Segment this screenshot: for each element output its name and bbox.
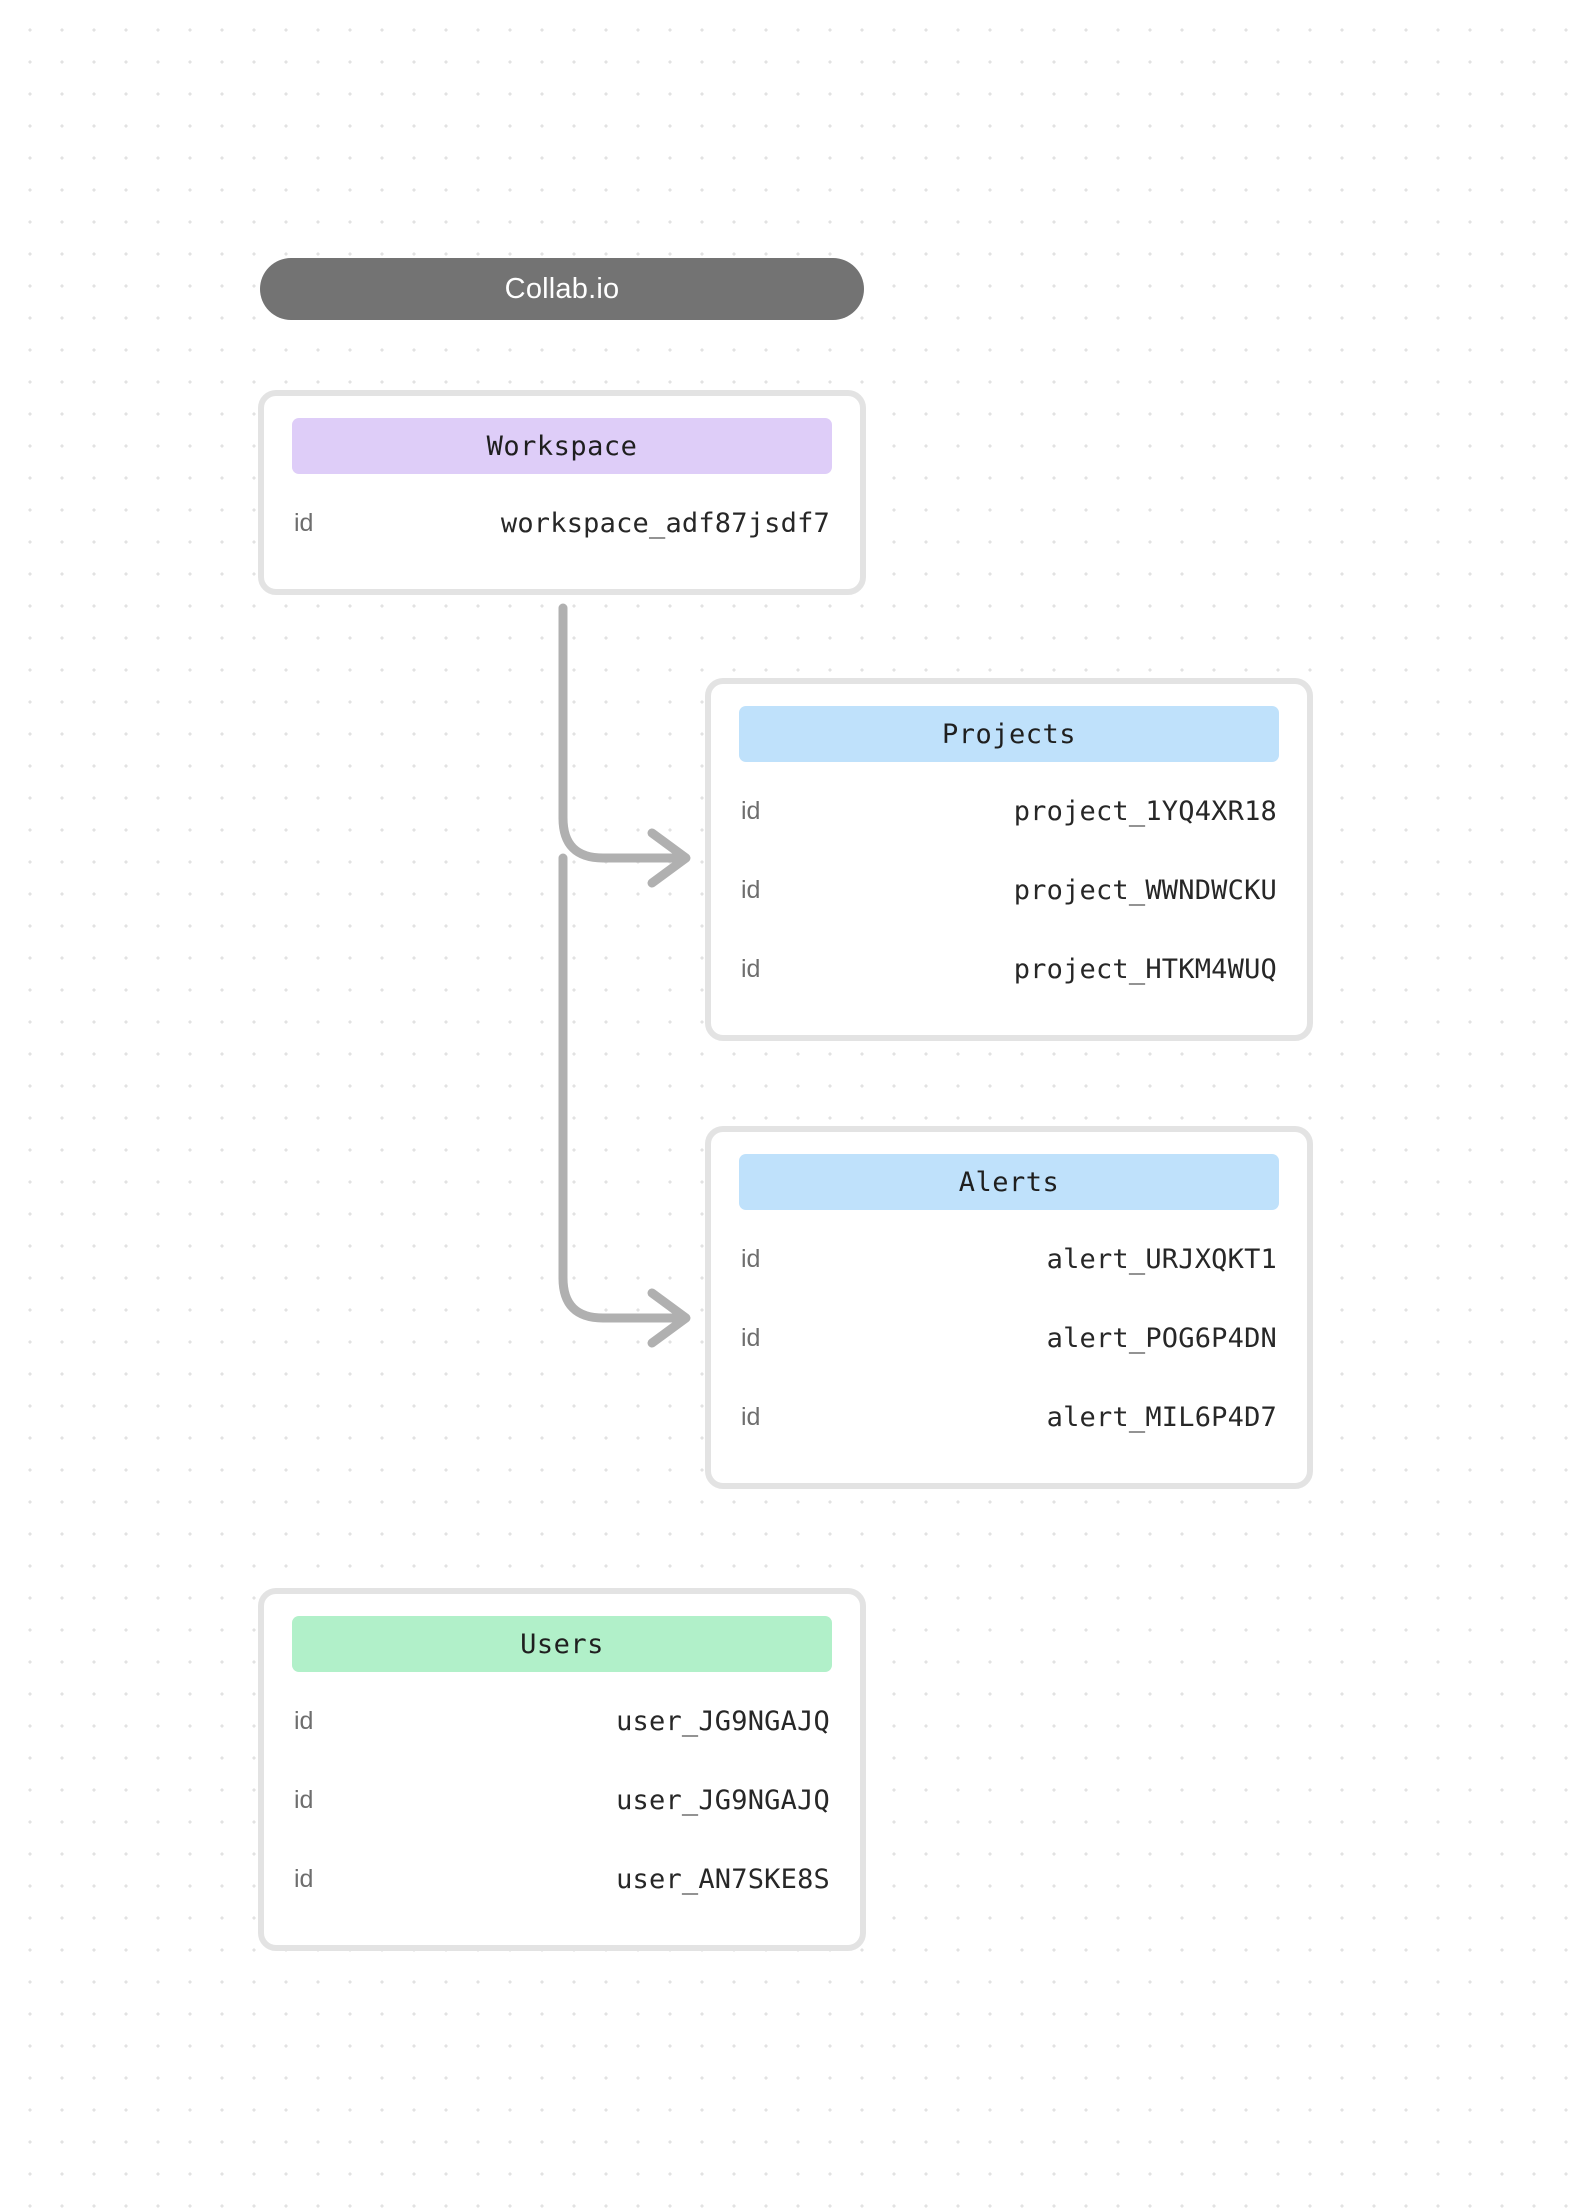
row-key: id bbox=[741, 1245, 761, 1273]
entity-header-workspace: Workspace bbox=[292, 418, 832, 474]
entity-row[interactable]: id project_1YQ4XR18 bbox=[739, 772, 1279, 851]
row-value: project_WWNDWCKU bbox=[1013, 875, 1277, 906]
row-key: id bbox=[294, 509, 314, 537]
row-value: user_JG9NGAJQ bbox=[616, 1706, 830, 1737]
entity-row[interactable]: id user_AN7SKE8S bbox=[292, 1840, 832, 1919]
row-value: alert_POG6P4DN bbox=[1046, 1323, 1277, 1354]
entity-card-alerts[interactable]: Alerts id alert_URJXQKT1 id alert_POG6P4… bbox=[705, 1126, 1313, 1489]
entity-card-workspace[interactable]: Workspace id workspace_adf87jsdf7 bbox=[258, 390, 866, 595]
entity-row[interactable]: id user_JG9NGAJQ bbox=[292, 1682, 832, 1761]
diagram-title: Collab.io bbox=[504, 272, 620, 305]
entity-header-alerts: Alerts bbox=[739, 1154, 1279, 1210]
entity-header-projects: Projects bbox=[739, 706, 1279, 762]
edge-workspace-alerts bbox=[558, 853, 682, 1323]
row-key: id bbox=[294, 1865, 314, 1893]
diagram-title-pill: Collab.io bbox=[260, 258, 864, 320]
arrowhead-alerts bbox=[647, 1288, 691, 1348]
row-key: id bbox=[741, 1324, 761, 1352]
row-key: id bbox=[741, 955, 761, 983]
entity-row[interactable]: id project_HTKM4WUQ bbox=[739, 930, 1279, 1009]
row-value: user_JG9NGAJQ bbox=[616, 1785, 830, 1816]
entity-row[interactable]: id workspace_adf87jsdf7 bbox=[292, 484, 832, 563]
row-key: id bbox=[741, 797, 761, 825]
entity-title-alerts: Alerts bbox=[958, 1166, 1060, 1198]
row-key: id bbox=[294, 1786, 314, 1814]
row-key: id bbox=[741, 1403, 761, 1431]
entity-title-projects: Projects bbox=[941, 718, 1077, 750]
row-key: id bbox=[294, 1707, 314, 1735]
row-value: alert_MIL6P4D7 bbox=[1046, 1402, 1277, 1433]
entity-card-users[interactable]: Users id user_JG9NGAJQ id user_JG9NGAJQ … bbox=[258, 1588, 866, 1951]
row-value: alert_URJXQKT1 bbox=[1046, 1244, 1277, 1275]
entity-row[interactable]: id alert_URJXQKT1 bbox=[739, 1220, 1279, 1299]
entity-row[interactable]: id user_JG9NGAJQ bbox=[292, 1761, 832, 1840]
entity-card-projects[interactable]: Projects id project_1YQ4XR18 id project_… bbox=[705, 678, 1313, 1041]
row-key: id bbox=[741, 876, 761, 904]
row-value: user_AN7SKE8S bbox=[616, 1864, 830, 1895]
entity-header-users: Users bbox=[292, 1616, 832, 1672]
row-value: project_HTKM4WUQ bbox=[1013, 954, 1277, 985]
row-value: workspace_adf87jsdf7 bbox=[500, 508, 830, 539]
entity-title-users: Users bbox=[520, 1628, 604, 1660]
entity-row[interactable]: id project_WWNDWCKU bbox=[739, 851, 1279, 930]
arrowhead-projects bbox=[647, 828, 691, 888]
entity-title-workspace: Workspace bbox=[486, 430, 638, 462]
edge-workspace-projects bbox=[558, 603, 682, 863]
entity-row[interactable]: id alert_POG6P4DN bbox=[739, 1299, 1279, 1378]
entity-row[interactable]: id alert_MIL6P4D7 bbox=[739, 1378, 1279, 1457]
row-value: project_1YQ4XR18 bbox=[1013, 796, 1277, 827]
